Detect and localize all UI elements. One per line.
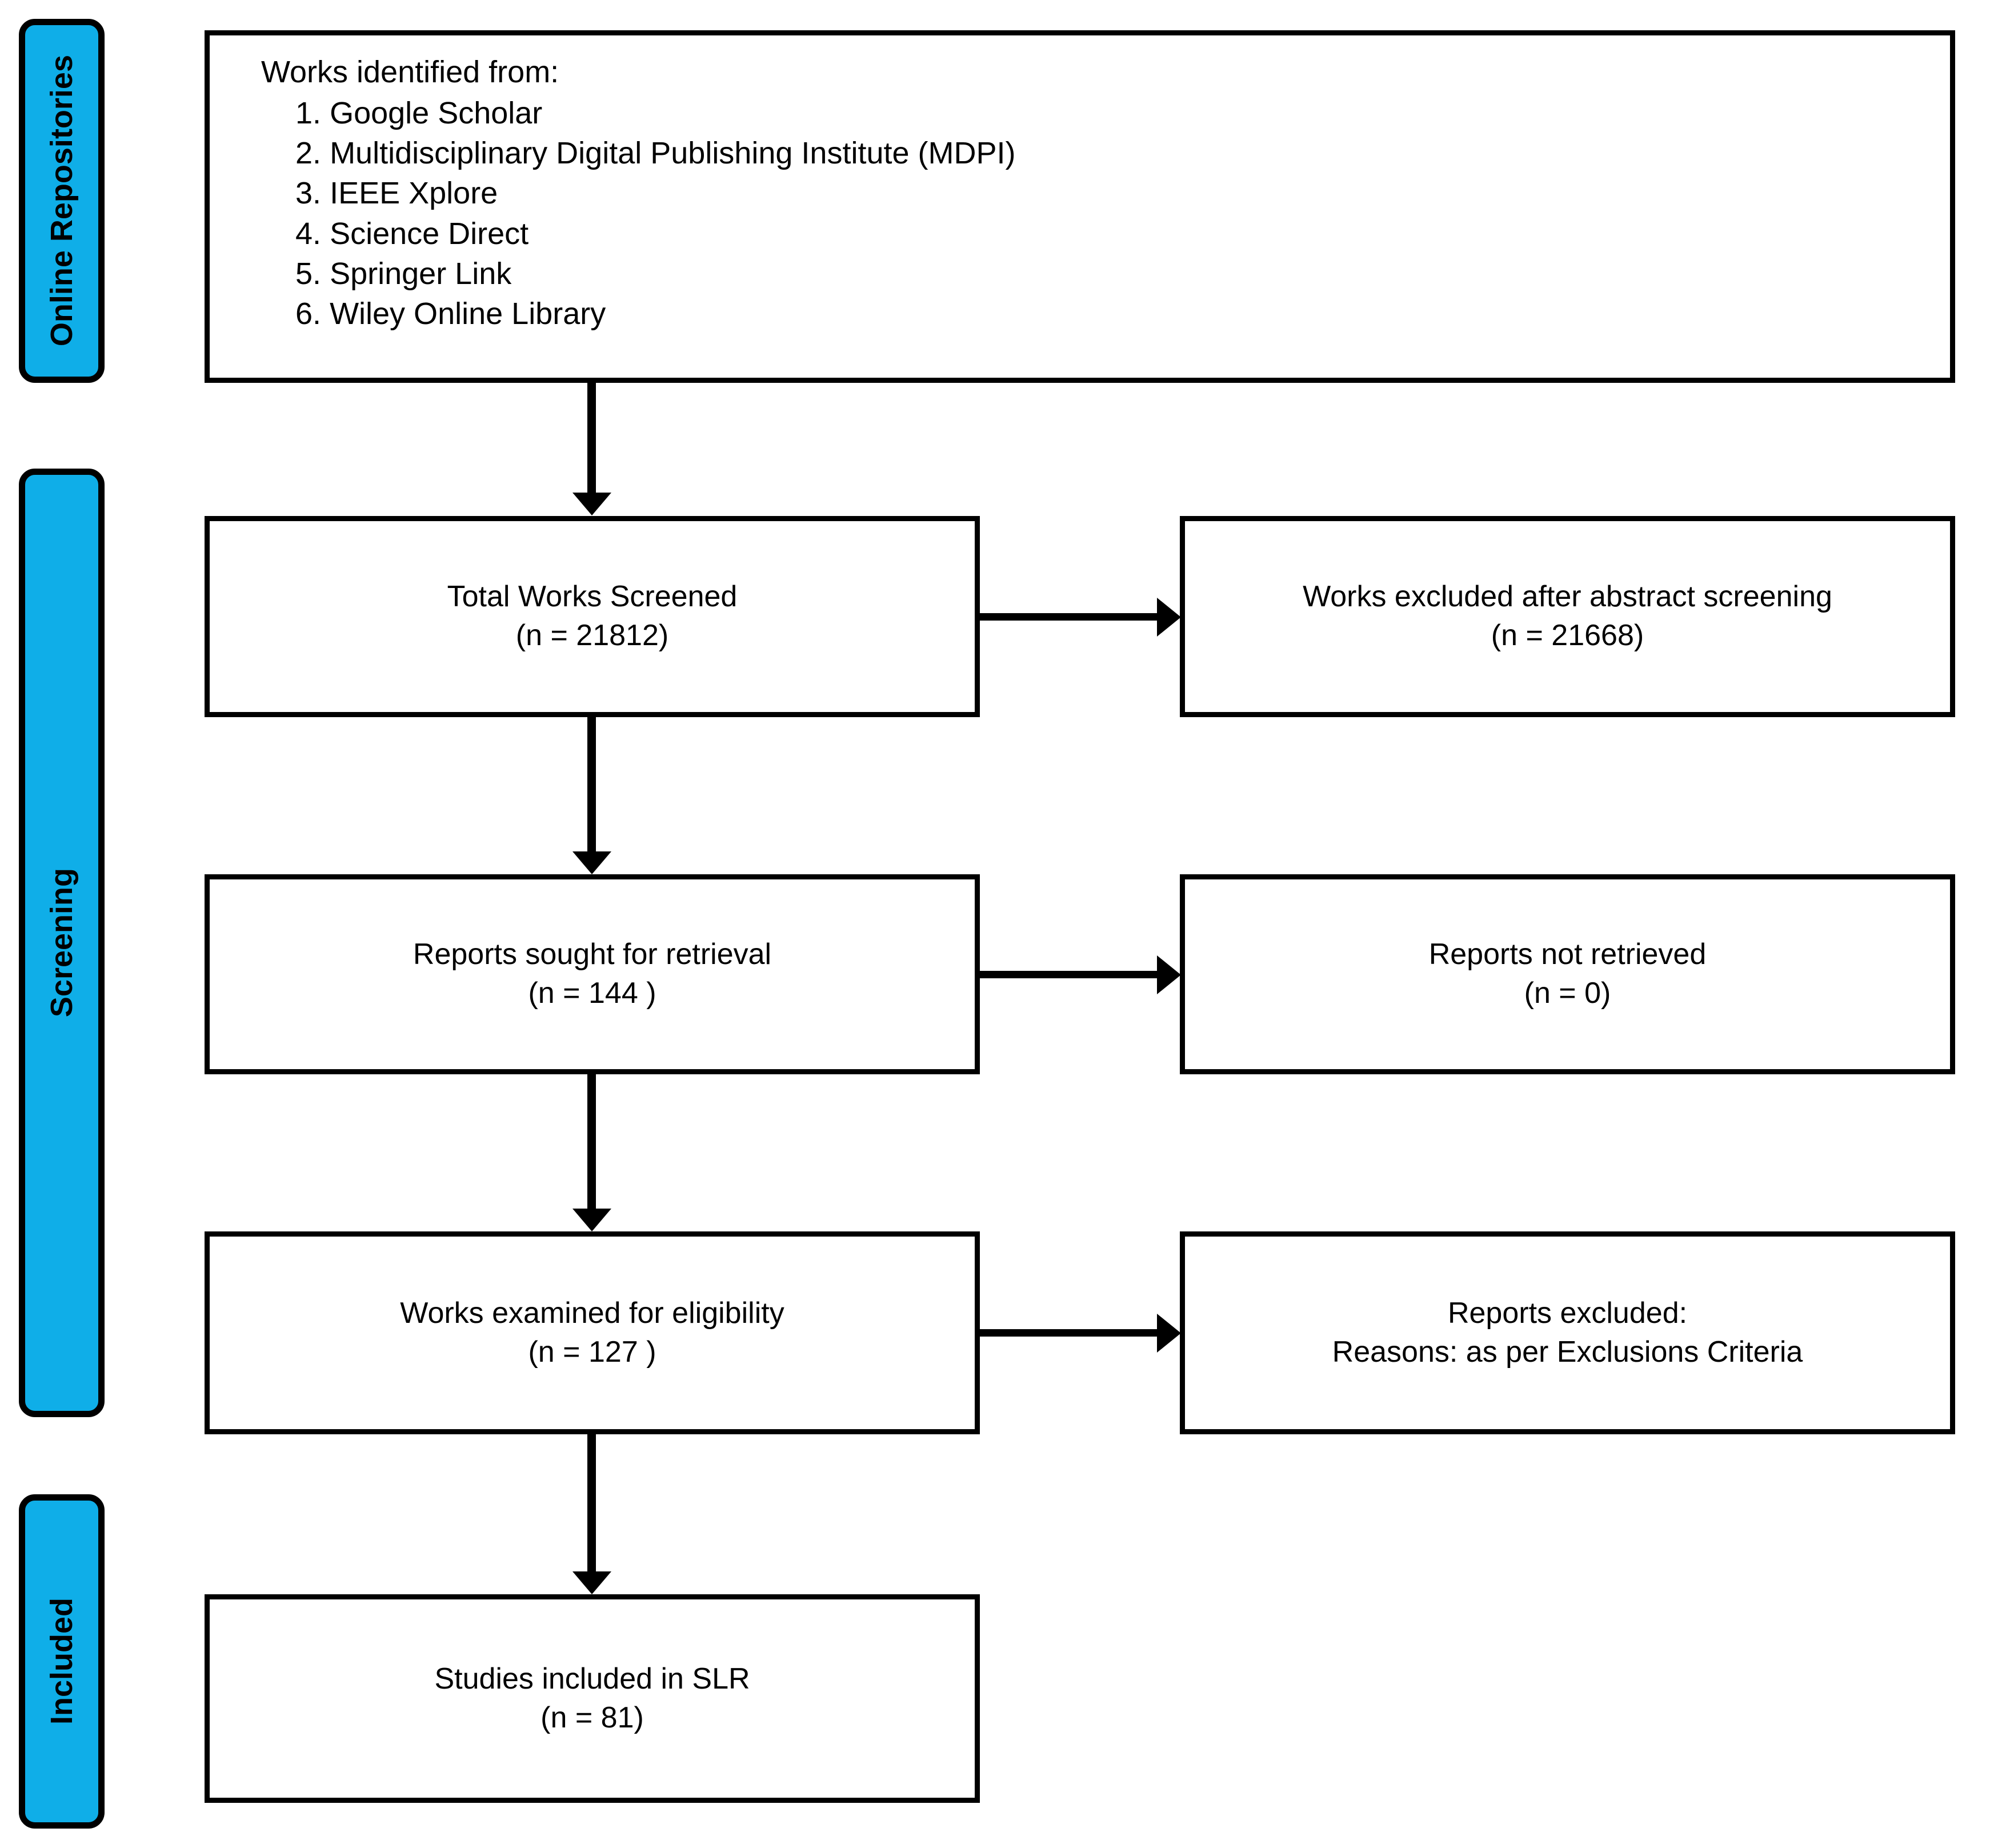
box-total-works-screened: Total Works Screened (n = 21812)	[205, 516, 980, 717]
sources-title: Works identified from:	[261, 55, 559, 89]
stage-label-online-repositories: Online Repositories	[45, 55, 79, 347]
box-title: Reports not retrieved	[1428, 938, 1707, 971]
box-studies-included-in-slr: Studies included in SLR (n = 81)	[205, 1594, 980, 1803]
box-count: (n = 21668)	[1491, 619, 1644, 652]
arrow-sought-to-not-retrieved	[980, 971, 1158, 978]
stage-label-included: Included	[45, 1598, 79, 1725]
box-title: Works examined for eligibility	[400, 1296, 784, 1330]
box-title: Studies included in SLR	[434, 1662, 750, 1695]
box-works-identified-from: Works identified from: Google Scholar Mu…	[205, 30, 1955, 383]
arrow-screened-to-sought	[587, 717, 596, 854]
box-title: Reports sought for retrieval	[413, 938, 772, 971]
list-item: Wiley Online Library	[330, 297, 606, 331]
box-reports-not-retrieved: Reports not retrieved (n = 0)	[1180, 874, 1955, 1074]
stage-pill-screening: Screening	[19, 469, 105, 1417]
box-count: (n = 127 )	[528, 1335, 656, 1369]
arrow-screened-to-excluded	[980, 613, 1158, 621]
sources-list: Google Scholar Multidisciplinary Digital…	[261, 93, 1950, 334]
list-item: Science Direct	[330, 216, 529, 251]
list-item: Springer Link	[330, 256, 512, 291]
box-count: (n = 144 )	[528, 977, 656, 1010]
list-item: Google Scholar	[330, 96, 543, 131]
box-title: Works excluded after abstract screening	[1303, 580, 1832, 614]
box-title: Total Works Screened	[447, 580, 738, 614]
arrow-eligibility-to-included	[587, 1434, 596, 1574]
box-works-excluded-after-abstract-screening: Works excluded after abstract screening …	[1180, 516, 1955, 717]
stage-label-screening: Screening	[45, 868, 79, 1018]
box-reasons: Reasons: as per Exclusions Criteria	[1332, 1335, 1803, 1369]
arrow-sources-to-screened	[587, 383, 596, 495]
box-count: (n = 21812)	[515, 619, 669, 652]
list-item: IEEE Xplore	[330, 176, 498, 211]
list-item: Multidisciplinary Digital Publishing Ins…	[330, 136, 1016, 171]
stage-pill-included: Included	[19, 1494, 105, 1829]
box-title: Reports excluded:	[1447, 1296, 1688, 1330]
arrow-sought-to-eligibility	[587, 1074, 596, 1211]
stage-pill-online-repositories: Online Repositories	[19, 19, 105, 383]
box-count: (n = 0)	[1524, 977, 1611, 1010]
arrow-eligibility-to-excluded	[980, 1329, 1158, 1337]
box-reports-sought-for-retrieval: Reports sought for retrieval (n = 144 )	[205, 874, 980, 1074]
box-count: (n = 81)	[540, 1701, 644, 1734]
box-works-examined-for-eligibility: Works examined for eligibility (n = 127 …	[205, 1231, 980, 1434]
box-reports-excluded-reasons: Reports excluded: Reasons: as per Exclus…	[1180, 1231, 1955, 1434]
